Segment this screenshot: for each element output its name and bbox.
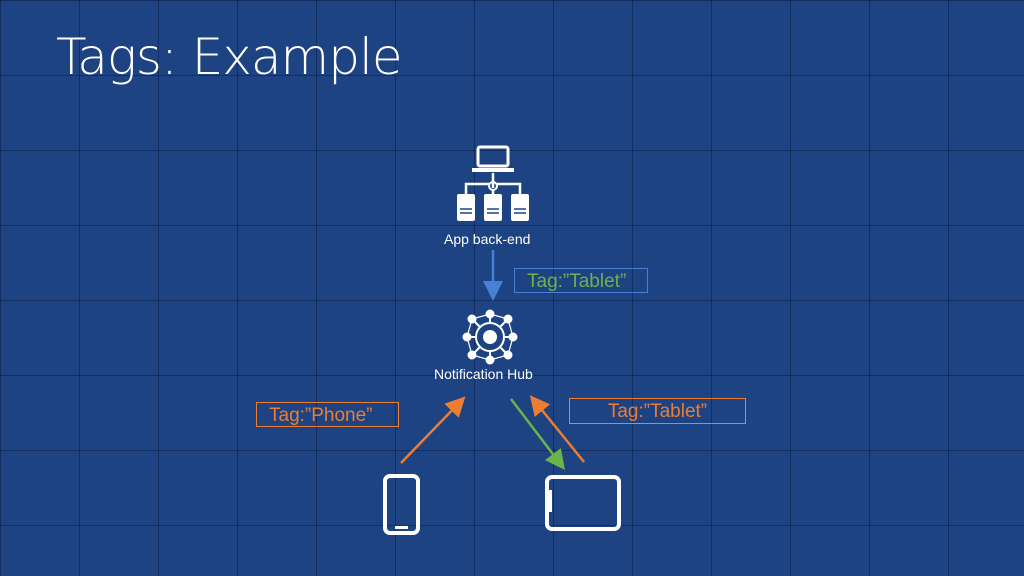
- slide-title: Tags: Example: [56, 28, 403, 86]
- tag-tablet: Tag:”Tablet”: [569, 398, 746, 424]
- hub-label: Notification Hub: [434, 366, 533, 382]
- tablet-icon: [545, 475, 621, 531]
- arrow-tablet-to-hub: [529, 395, 585, 463]
- phone-icon: [383, 474, 420, 535]
- arrow-hub-to-tablet: [510, 398, 566, 470]
- server-network-icon: [457, 145, 529, 221]
- tag-backend-tablet: Tag:”Tablet”: [514, 268, 648, 293]
- arrow-phone-to-hub: [400, 396, 466, 464]
- backend-label: App back-end: [444, 231, 531, 247]
- tag-phone: Tag:”Phone”: [256, 402, 399, 427]
- hub-network-icon: [462, 309, 518, 365]
